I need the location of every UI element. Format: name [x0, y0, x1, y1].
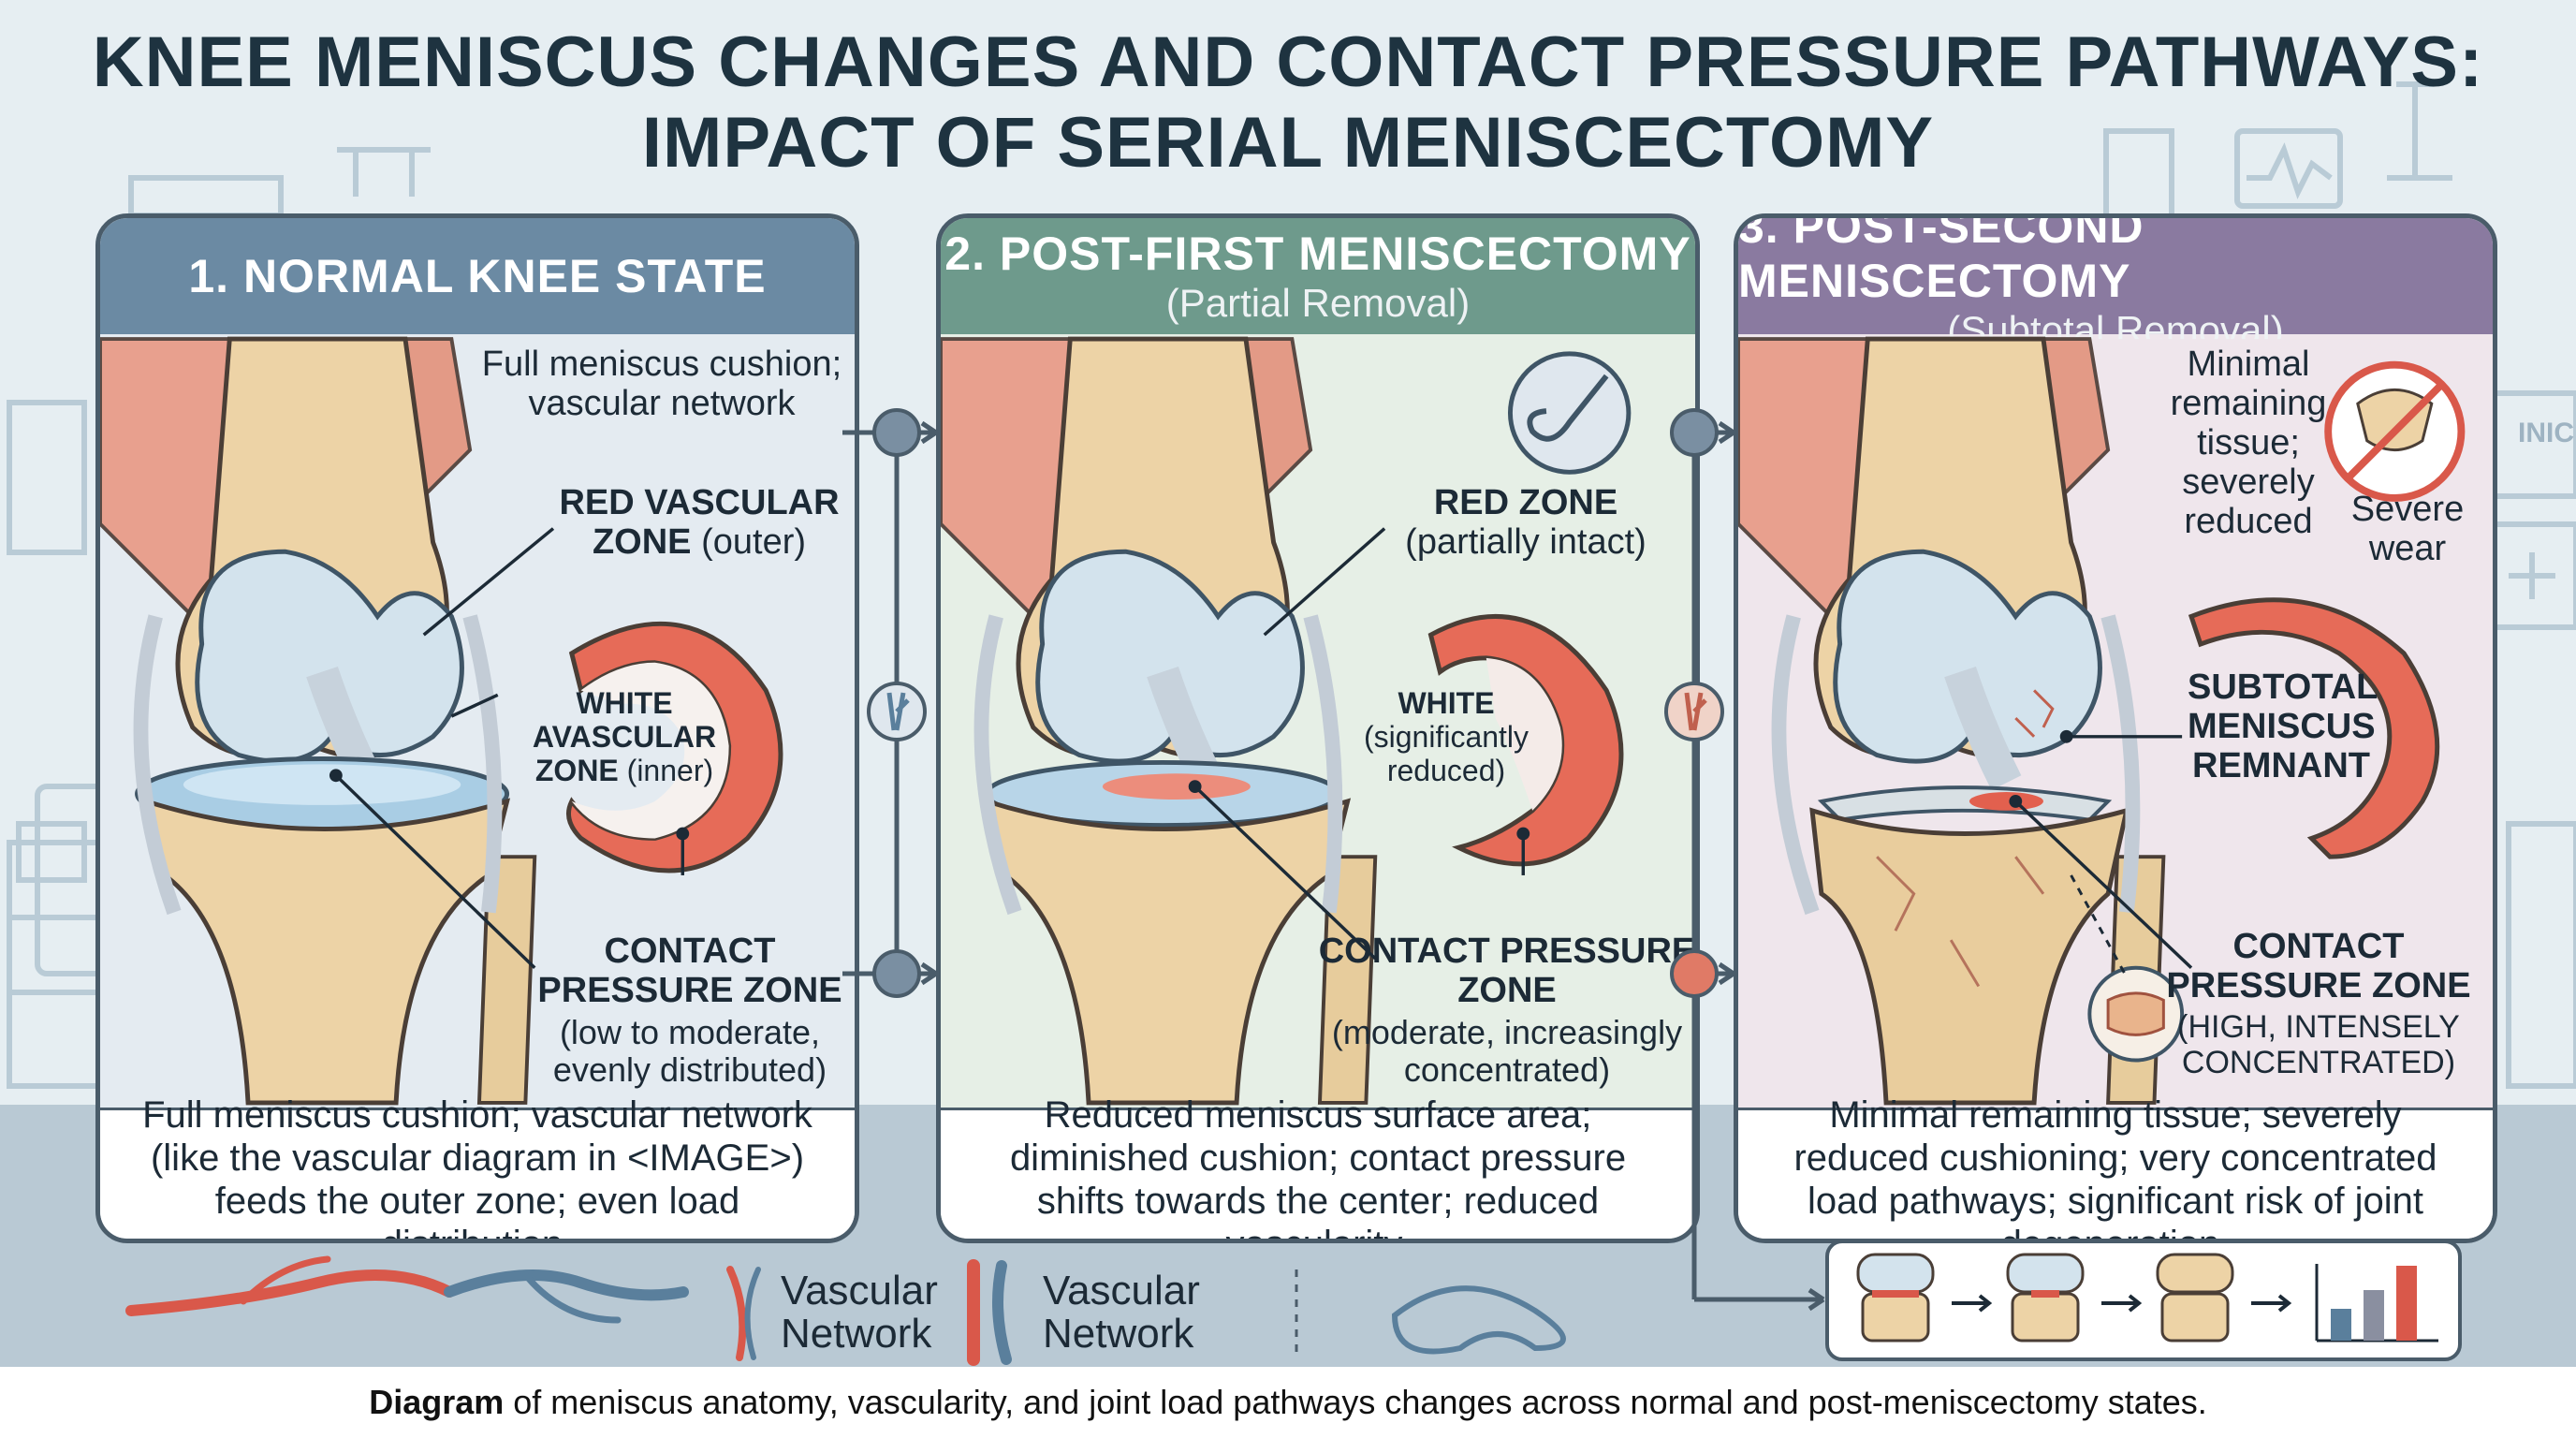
knee-illustration	[1738, 336, 2493, 1106]
panel-footer: Reduced meniscus surface area; diminishe…	[941, 1094, 1695, 1239]
meniscus-remnant	[2188, 597, 2440, 859]
caption-bold: Diagram	[369, 1383, 505, 1421]
contact-zone-sub: (low to moderate, evenly distributed)	[552, 1013, 827, 1089]
panel-subheading: (Partial Removal)	[1165, 281, 1471, 325]
clinic-monitor-icon	[2103, 81, 2452, 237]
panel-heading: 2. POST-FIRST MENISCECTOMY	[944, 227, 1691, 280]
white-zone-label: WHITE AVASCULAR ZONE (inner)	[531, 686, 718, 787]
top-note: Full meniscus cushion; vascular network	[481, 345, 842, 423]
white-zone-sub: (inner)	[626, 754, 714, 787]
femoral-cartilage	[195, 549, 464, 764]
red-zone-label: RED VASCULAR ZONE (outer)	[549, 483, 849, 562]
top-note: Minimal remaining tissue; severely reduc…	[2170, 345, 2327, 541]
panel-normal-knee: 1. NORMAL KNEE STATE Full meniscus	[95, 213, 859, 1243]
panel-header: 3. POST-SECOND MENISCECTOMY (Subtotal Re…	[1738, 218, 2493, 352]
remnant-label: SUBTOTAL MENISCUS REMNANT	[2188, 668, 2378, 785]
contact-zone-label: CONTACT PRESSURE ZONE (low to moderate, …	[531, 932, 849, 1089]
panel-header: 1. NORMAL KNEE STATE	[100, 218, 855, 334]
white-zone-title: WHITE AVASCULAR ZONE	[532, 686, 717, 787]
white-zone-title: WHITE	[1398, 686, 1495, 720]
surgical-tool-icon	[1507, 351, 1632, 475]
caption-text: of meniscus anatomy, vascularity, and jo…	[504, 1383, 2207, 1421]
contact-zone-title: CONTACT PRESSURE ZONE	[2166, 927, 2471, 1005]
panel-footer: Full meniscus cushion; vascular network …	[100, 1094, 855, 1239]
knee-illustration	[941, 336, 1695, 1106]
contact-zone-title: CONTACT PRESSURE ZONE	[1318, 932, 1696, 1010]
white-zone-sub: (significantly reduced)	[1363, 720, 1530, 787]
red-zone-sub: (partially intact)	[1405, 522, 1647, 562]
red-zone-title: RED ZONE	[1433, 483, 1618, 522]
wear-note: Severe wear	[2350, 490, 2465, 568]
diagram-title: KNEE MENISCUS CHANGES AND CONTACT PRESSU…	[0, 22, 2576, 183]
contact-zone-label: CONTACT PRESSURE ZONE (moderate, increas…	[1315, 932, 1696, 1089]
contact-zone-title: CONTACT PRESSURE ZONE	[537, 932, 842, 1010]
knee-illustration	[100, 336, 855, 1106]
panel-post-second-meniscectomy: 3. POST-SECOND MENISCECTOMY (Subtotal Re…	[1734, 213, 2497, 1243]
figure-caption: Diagram of meniscus anatomy, vascularity…	[0, 1384, 2576, 1421]
white-zone-label: WHITE (significantly reduced)	[1353, 686, 1540, 787]
contact-zone-label: CONTACT PRESSURE ZONE (HIGH, INTENSELY C…	[2150, 927, 2487, 1080]
legend-label-2: Vascular Network	[1043, 1268, 1200, 1357]
tibia-bone	[142, 798, 511, 1106]
panel-post-first-meniscectomy: 2. POST-FIRST MENISCECTOMY (Partial Remo…	[936, 213, 1700, 1243]
legend-label-1: Vascular Network	[781, 1268, 938, 1357]
contact-zone-sub: (moderate, increasingly concentrated)	[1331, 1013, 1683, 1089]
clinic-sign-text: INIC	[2518, 418, 2574, 448]
title-line-2: IMPACT OF SERIAL MENISCECTOMY	[641, 103, 1935, 183]
red-zone-label: RED ZONE (partially intact)	[1371, 483, 1680, 562]
contact-zone-sub: (HIGH, INTENSELY CONCENTRATED)	[2177, 1009, 2460, 1080]
panel-header: 2. POST-FIRST MENISCECTOMY (Partial Remo…	[941, 218, 1695, 334]
panel-heading: 3. POST-SECOND MENISCECTOMY	[1738, 213, 2144, 307]
title-line-1: KNEE MENISCUS CHANGES AND CONTACT PRESSU…	[92, 22, 2484, 102]
red-zone-title: RED VASCULAR ZONE	[559, 483, 840, 562]
red-zone-sub: (outer)	[701, 522, 807, 562]
panel-footer: Minimal remaining tissue; severely reduc…	[1738, 1094, 2493, 1239]
panel-heading: 1. NORMAL KNEE STATE	[188, 250, 767, 302]
